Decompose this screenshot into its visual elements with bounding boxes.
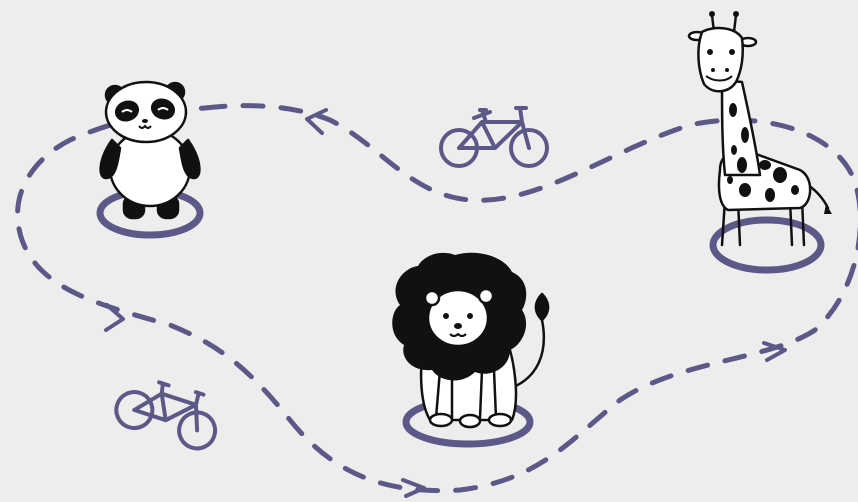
panda <box>100 82 200 235</box>
lion <box>392 253 548 444</box>
arrow-icon <box>403 480 424 496</box>
bicycle-icon <box>441 108 547 166</box>
bicycle-icon <box>112 370 226 453</box>
arrow-icon <box>307 110 326 133</box>
giraffe <box>689 11 832 270</box>
